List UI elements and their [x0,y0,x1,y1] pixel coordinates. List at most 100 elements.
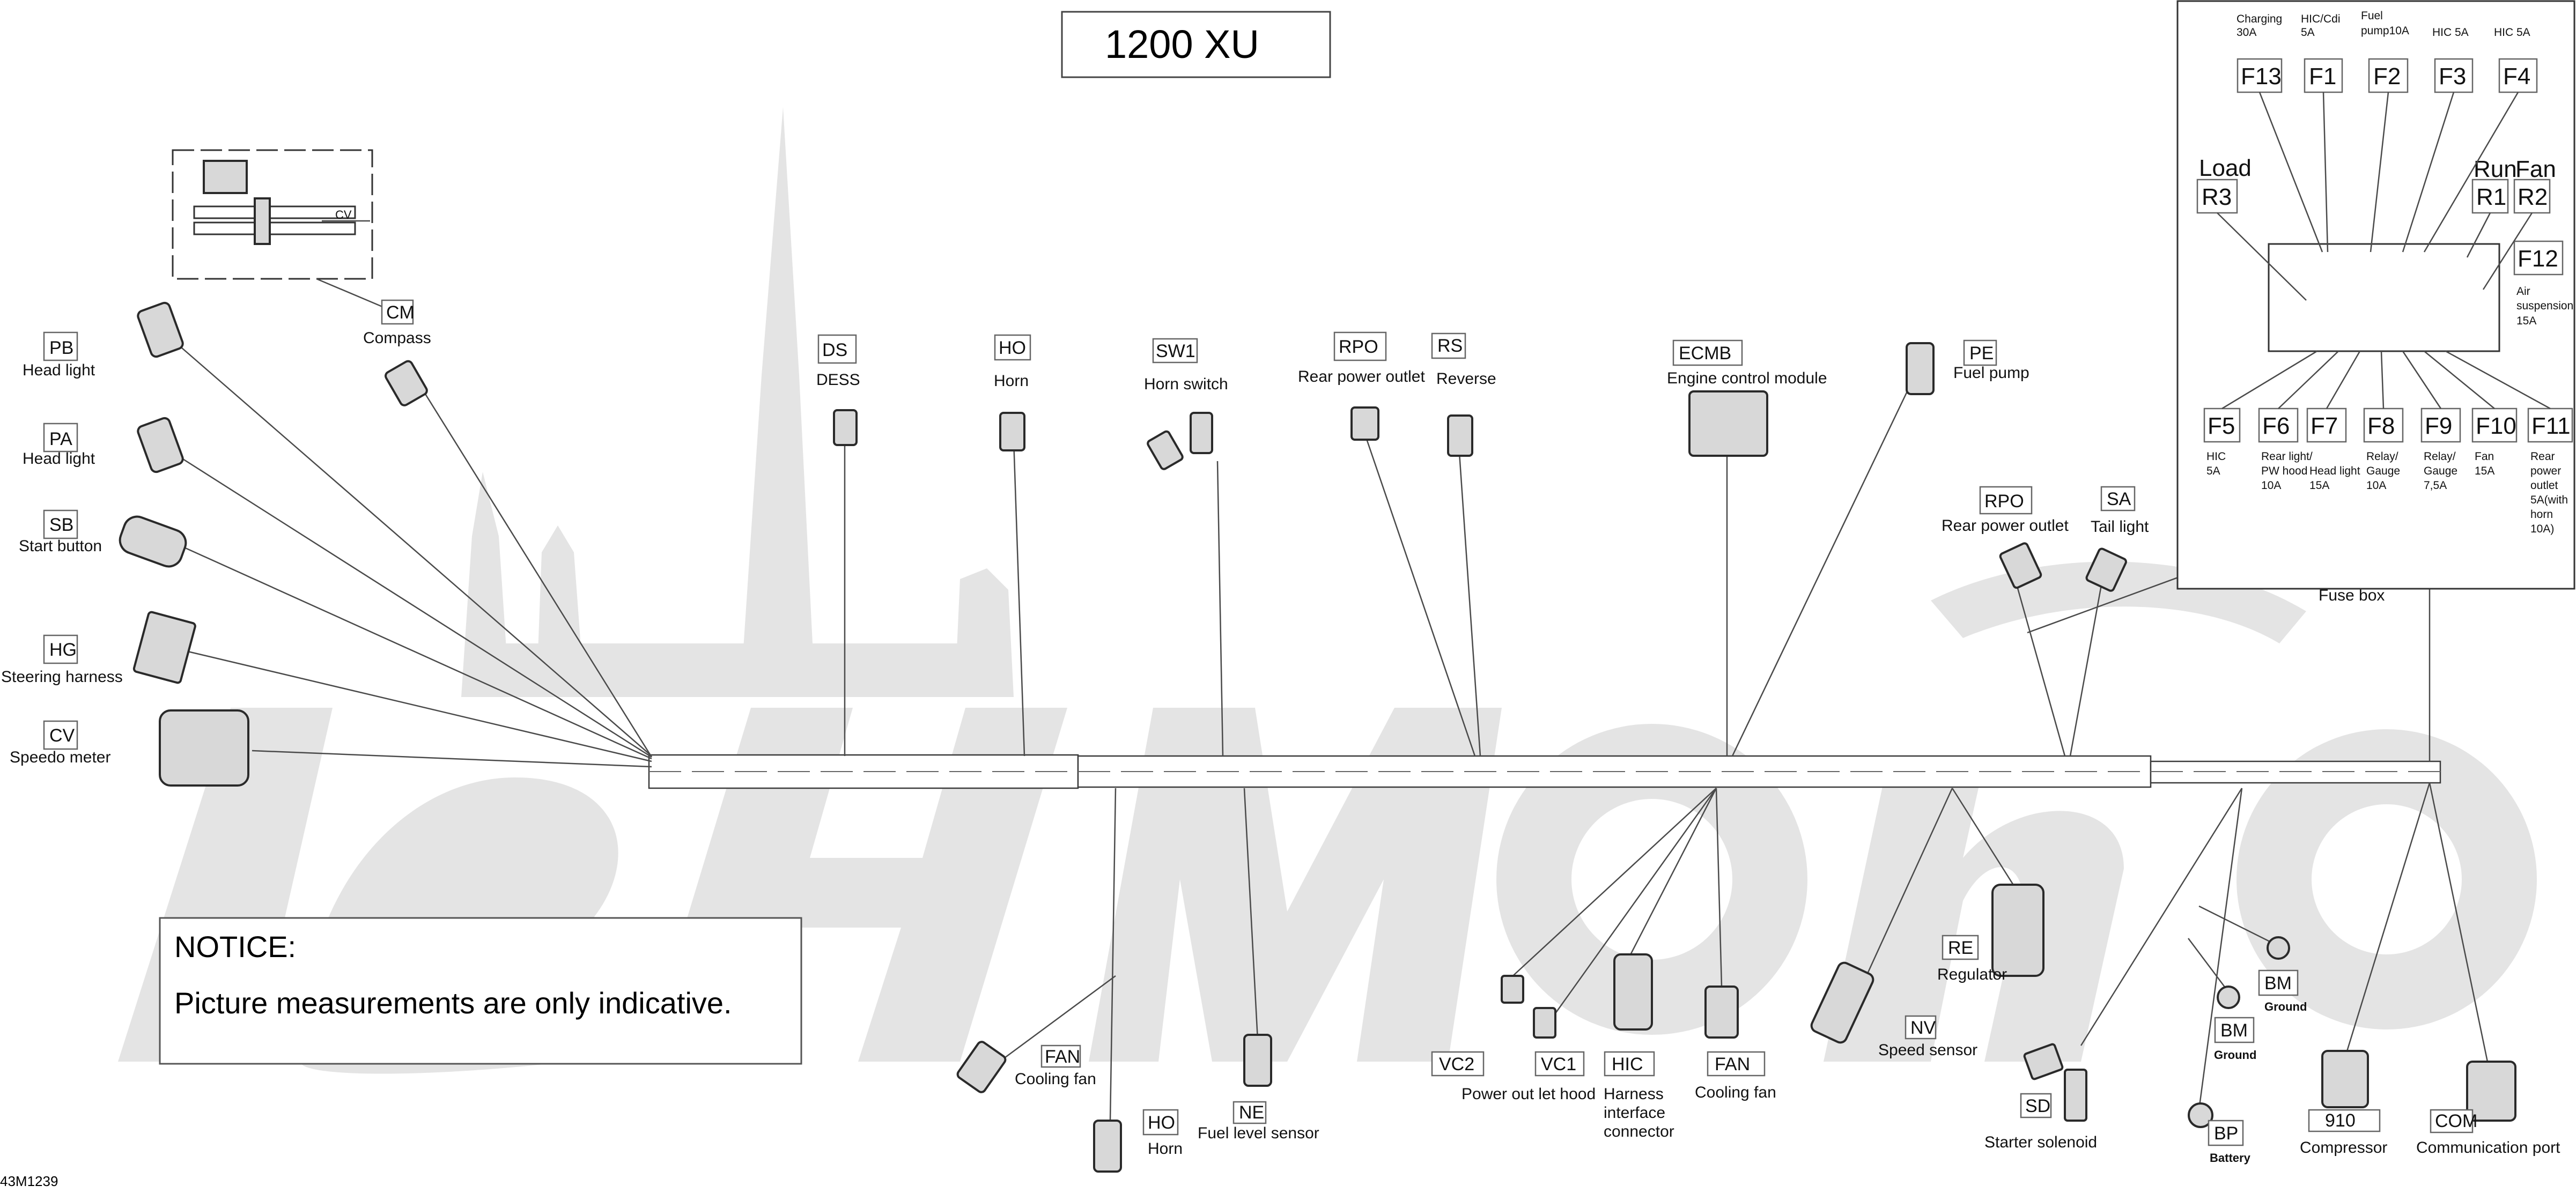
nv-label: NV Speed sensor [1878,1015,1977,1059]
hic-label: HIC Harness interface connector [1604,1051,1674,1140]
fuse-box-panel: Charging 30A F13 HIC/Cdi 5A F1 Fuel pump… [2176,0,2575,590]
fuse-code: F5 [2208,413,2235,439]
fuse-lead [2402,351,2442,409]
compass-inset: CV [172,149,387,309]
bp-label: BP Battery [2208,1120,2251,1165]
svg-text:F13: F13 [2241,63,2282,90]
svg-text:F12: F12 [2518,246,2558,272]
notice-box: NOTICE: Picture measurements are only in… [159,917,802,1065]
fuse-lead [2221,350,2317,410]
svg-text:FAN: FAN [1045,1047,1080,1067]
svg-text:PB: PB [49,338,73,358]
svg-text:Run: Run [2474,156,2517,182]
fuse-lead [2326,351,2361,409]
svg-text:RE: RE [1948,938,1973,958]
fuse-lead [2278,351,2339,409]
relay-r3: Load R3 [2196,155,2252,214]
ho-bottom-label: HO Horn [1142,1109,1183,1158]
ho-top-label: HO Horn [994,334,1031,390]
svg-text:5A: 5A [2301,26,2315,39]
fuse-desc-line: Relay/ [2424,450,2456,463]
svg-text:Horn switch: Horn switch [1144,375,1228,393]
fuse-f12: F12 Air suspension 15A [2513,240,2573,327]
fuse-desc-line: 10A) [2530,523,2554,535]
svg-text:Engine control module: Engine control module [1667,369,1827,387]
svg-text:Power out let hood: Power out let hood [1462,1085,1596,1103]
svg-text:RPO: RPO [1339,337,1378,357]
svg-text:suspension: suspension [2516,300,2573,312]
svg-text:Rear power outlet: Rear power outlet [1298,368,1425,386]
svg-text:interface: interface [1604,1104,1665,1122]
sd-label: SD Starter solenoid [1984,1093,2097,1151]
fuse-desc-line: Relay/ [2366,450,2398,463]
svg-text:PA: PA [49,429,72,449]
fuse-desc-line: power [2530,465,2561,477]
svg-text:DESS: DESS [816,371,860,389]
svg-text:30A: 30A [2237,26,2256,39]
svg-text:PE: PE [1969,343,1994,364]
svg-text:SB: SB [49,515,73,535]
fuse-desc-line: 15A [2309,479,2329,492]
re-label: RE Regulator [1937,935,2007,983]
svg-text:Starter solenoid: Starter solenoid [1984,1133,2097,1151]
sb-label: SB Start button [19,509,102,555]
fuse-desc-line: Gauge [2366,465,2400,477]
svg-text:Tail light: Tail light [2091,518,2149,536]
c910-label: 910 Compressor [2300,1109,2387,1157]
svg-text:Rear power outlet: Rear power outlet [1942,517,2069,535]
fuse-box-outline [2306,407,2347,443]
fuse-desc-line: 10A [2261,479,2281,492]
ecmb-label: ECMB Engine control module [1667,339,1827,387]
svg-text:Head light: Head light [23,450,95,468]
svg-text:F4: F4 [2503,63,2530,90]
svg-text:Air: Air [2516,285,2530,298]
svg-text:F2: F2 [2373,63,2401,90]
fuse-code: F11 [2531,413,2571,439]
fuse-box-outline [2258,407,2299,443]
svg-text:Compass: Compass [363,329,431,347]
fuse-desc-line: 5A(with [2530,494,2568,506]
ne-label: NE Fuel level sensor [1198,1101,1319,1142]
svg-text:910: 910 [2325,1110,2356,1131]
fuse-code: F9 [2425,413,2452,439]
svg-text:Battery: Battery [2210,1151,2251,1165]
vc1-label: VC1 Power out let hood [1462,1051,1596,1103]
vc2-label: VC2 [1431,1051,1485,1077]
svg-text:Regulator: Regulator [1937,966,2007,983]
svg-text:Head light: Head light [23,361,95,379]
svg-text:Horn: Horn [1148,1140,1183,1158]
fuse-desc-line: 15A [2475,465,2494,477]
fuse-top-row: Charging 30A F13 HIC/Cdi 5A F1 Fuel pump… [2237,10,2538,93]
svg-text:HO: HO [999,338,1026,358]
component-labels: CM Compass PB Head light PA Head light S… [1,299,2560,1165]
inset-arrow-label: CV [335,208,352,221]
fuse-leads [2217,92,2533,301]
svg-text:VC1: VC1 [1541,1054,1576,1075]
fuse-f13: Charging 30A F13 [2237,13,2283,93]
title-box: 1200 XU [1061,11,1331,78]
svg-text:connector: connector [1604,1123,1674,1140]
fuse-lead [2445,350,2551,410]
fuse-desc-line: Rear [2530,450,2555,463]
com-label: COM Communication port [2416,1109,2560,1157]
fuse-f3: HIC 5A F3 [2432,26,2474,93]
svg-text:NE: NE [1239,1102,1264,1123]
svg-text:NV: NV [1910,1018,1936,1038]
fuse-desc-line: 5A [2206,465,2220,477]
svg-text:FAN: FAN [1715,1054,1750,1075]
svg-text:Fan: Fan [2515,156,2556,182]
rs-label: RS Reverse [1431,332,1496,388]
sw1-label: SW1 Horn switch [1144,338,1228,393]
fuse-desc-line: HIC [2206,450,2226,463]
fuse-box-outline [2471,407,2518,443]
pb-label: PB Head light [23,331,95,379]
svg-text:HO: HO [1148,1113,1175,1133]
fuse-lead [2424,351,2495,409]
ds-label: DS DESS [816,334,860,389]
